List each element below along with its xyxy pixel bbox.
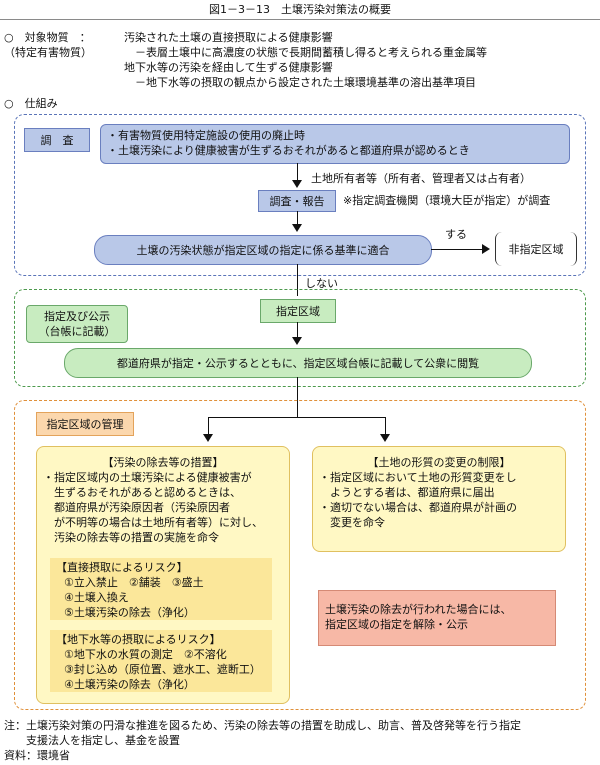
survey-label: 調 査 [24,128,90,152]
survey-trigger-line: ・土壌汚染により健康被害が生ずるおそれがあると都道府県が認めるとき [107,144,470,157]
arrow-down-icon [203,434,213,442]
survey-region [14,114,586,276]
object-line: 地下水等の汚染を経由して生ずる健康影響 [124,61,333,74]
note-line: 注：土壌汚染対策の円滑な推進を図るため、汚染の除去等の措置を助成し、助言、普及啓… [4,719,521,732]
source-line: 資料：環境省 [4,749,70,762]
note-line: 支援法人を指定し、基金を設置 [4,734,180,747]
groundwater-box: 【地下水等の摂取によるリスク】 ①地下水の水質の測定 ②不溶化 ③封じ込め（原位… [50,630,272,692]
designation-label: 指定及び公示 （台帳に記載） [26,305,128,343]
designation-region [14,289,586,387]
release-box: 土壌汚染の除去が行われた場合には、 指定区域の指定を解除・公示 [318,590,556,646]
designated-area-box: 指定区域 [260,299,336,323]
management-label: 指定区域の管理 [36,412,134,436]
flow-connector [297,264,298,296]
change-line: ・適切でない場合は、都道府県が計画の [319,501,517,514]
change-line: ・指定区域において土地の形質変更をし [319,471,517,484]
flow-connector [208,417,209,435]
flow-connector [297,322,298,338]
groundwater-line: ①地下水の水質の測定 ②不溶化 [64,648,227,661]
announce-box: 都道府県が指定・公示するとともに、指定区域台帳に記載して公衆に閲覧 [64,348,532,378]
object-line: －表層土壌中に高濃度の状態で長期間蓄積し得ると考えられる重金属等 [124,46,487,59]
direct-intake-line: ①立入禁止 ②舗装 ③盛土 [64,576,204,589]
release-line: 指定区域の指定を解除・公示 [325,618,468,631]
title-divider [0,19,600,20]
survey-trigger-box: ・有害物質使用特定施設の使用の廃止時 ・土壌汚染により健康被害が生ずるおそれがあ… [100,124,570,164]
arrow-down-icon [292,337,302,345]
object-line: 汚染された土壌の直接摂取による健康影響 [124,31,333,44]
change-line: 変更を命令 [319,516,385,529]
agency-note: ※指定調査機関（環境大臣が指定）が調査 [343,194,551,207]
groundwater-line: ③封じ込め（原位置、遮水工、遮断工） [64,663,261,676]
non-designated-bracket [495,232,577,266]
management-region [14,400,586,710]
report-box: 調査・報告 [258,190,336,212]
direct-intake-title: 【直接摂取によるリスク】 [56,561,188,574]
no-label: しない [305,277,338,290]
object-label-sub: （特定有害物質） [4,46,92,59]
removal-title: 【汚染の除去等の措置】 [102,456,224,469]
groundwater-line: ④土壌汚染の除去（浄化） [64,678,195,691]
change-restriction-box: 【土地の形質の変更の制限】 ・指定区域において土地の形質変更をし ようとする者は… [312,446,566,552]
flow-connector [297,211,298,225]
groundwater-title: 【地下水等の摂取によるリスク】 [56,633,221,646]
flow-connector [297,377,298,417]
flow-connector [431,249,484,250]
removal-line: ・指定区域内の土壌汚染による健康被害が [43,471,252,484]
object-label: ○ 対象物質 ： [4,31,91,44]
mechanism-label: ○ 仕組み [4,97,58,110]
arrow-down-icon [292,224,302,232]
change-title: 【土地の形質の変更の制限】 [367,456,511,469]
change-line: ようとする者は、都道府県に届出 [319,486,495,499]
arrow-down-icon [292,180,302,188]
owner-note: 土地所有者等（所有者、管理者又は占有者） [311,172,531,185]
removal-line: が不明等の場合は土地所有者等）に対し、 [43,516,263,529]
figure-title: 図1－3－13 土壌汚染対策法の概要 [209,3,391,16]
removal-line: 都道府県が汚染原因者（汚染原因者 [43,501,230,514]
flow-connector [208,417,386,418]
criteria-box: 土壌の汚染状態が指定区域の指定に係る基準に適合 [94,235,432,265]
release-line: 土壌汚染の除去が行われた場合には、 [325,603,512,616]
removal-line: 生ずるおそれがあると認めるときは、 [43,486,241,499]
removal-line: 汚染の除去等の措置の実施を命令 [43,531,219,544]
direct-intake-line: ⑤土壌汚染の除去（浄化） [64,606,195,619]
non-designated-label: 非指定区域 [508,243,564,256]
direct-intake-box: 【直接摂取によるリスク】 ①立入禁止 ②舗装 ③盛土 ④土壌入換え ⑤土壌汚染の… [50,558,272,620]
direct-intake-line: ④土壌入換え [64,591,129,604]
survey-trigger-line: ・有害物質使用特定施設の使用の廃止時 [107,129,305,142]
flow-connector [297,163,298,181]
object-line: －地下水等の摂取の観点から設定された土壌環境基準の溶出基準項目 [124,76,476,89]
flow-connector [385,417,386,435]
yes-label: する [445,228,467,241]
arrow-right-icon [482,244,490,254]
arrow-down-icon [380,434,390,442]
